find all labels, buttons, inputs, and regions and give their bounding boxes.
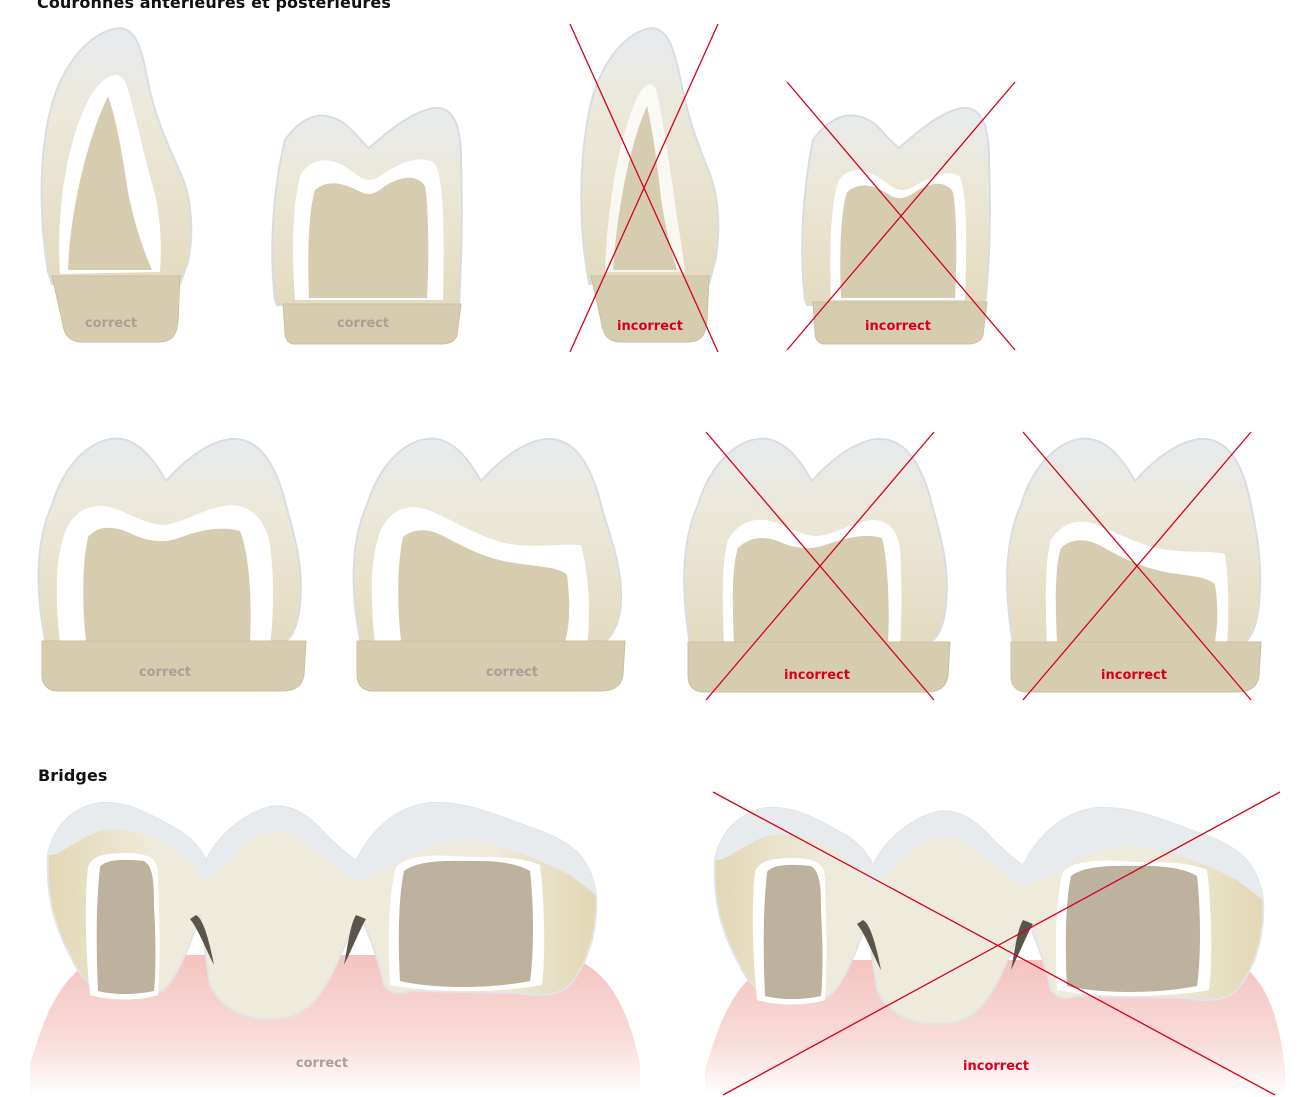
- anterior-crown-incorrect-figure: [565, 22, 725, 352]
- crowns-heading: Couronnes antérieures et postérieures: [37, 0, 391, 12]
- posterior-crown-correct-figure: [265, 100, 475, 350]
- bridge-correct-figure: [30, 795, 640, 1097]
- label-incorrect: incorrect: [784, 668, 850, 683]
- molar-crown-sloped-incorrect-figure: [1005, 430, 1265, 702]
- label-correct: correct: [139, 665, 191, 680]
- molar-crown-sloped-correct-figure: [345, 435, 630, 700]
- molar-crown-incorrect-figure: [680, 430, 955, 702]
- molar-crown-correct-figure: [30, 435, 310, 700]
- bridges-heading: Bridges: [38, 766, 108, 785]
- label-incorrect: incorrect: [617, 319, 683, 334]
- label-incorrect: incorrect: [963, 1059, 1029, 1074]
- posterior-crown-incorrect-figure: [785, 80, 1017, 352]
- label-correct: correct: [486, 665, 538, 680]
- anterior-crown-correct-figure: [30, 22, 200, 352]
- label-correct: correct: [296, 1056, 348, 1071]
- label-incorrect: incorrect: [1101, 668, 1167, 683]
- label-correct: correct: [337, 316, 389, 331]
- label-incorrect: incorrect: [865, 319, 931, 334]
- bridge-incorrect-figure: [705, 790, 1285, 1097]
- label-correct: correct: [85, 316, 137, 331]
